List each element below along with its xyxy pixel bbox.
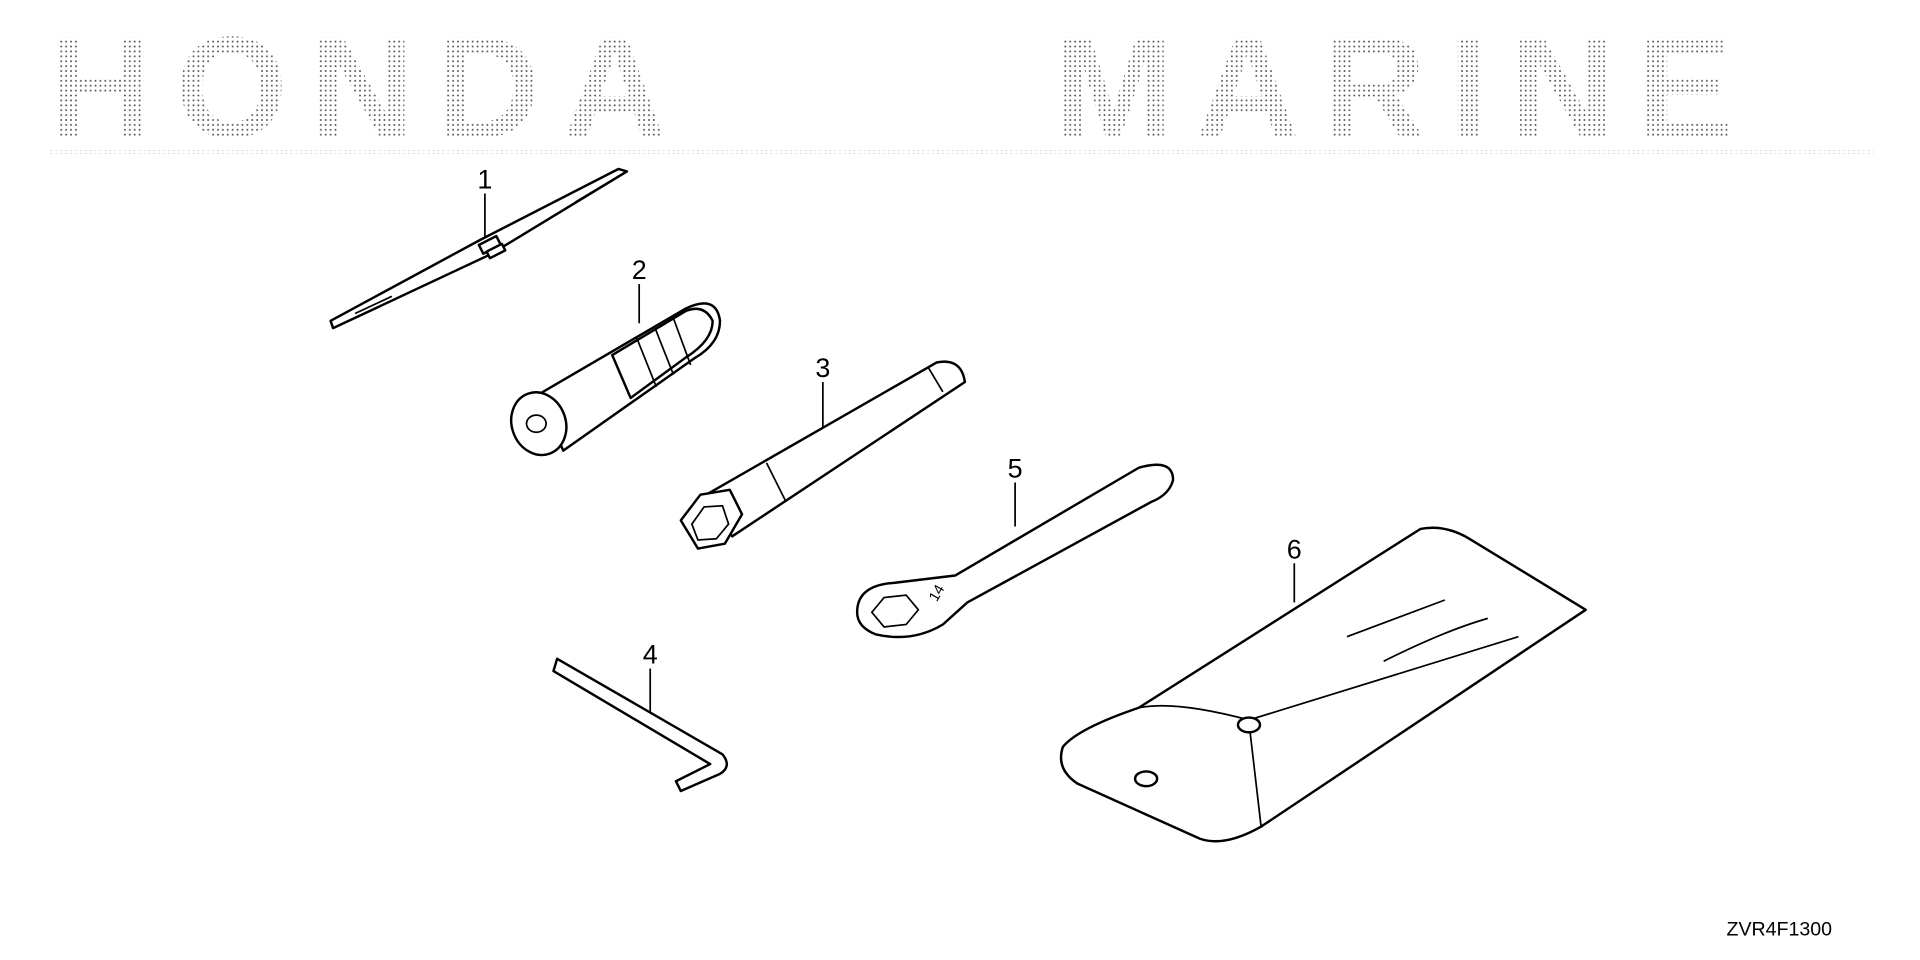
- watermark-line2: MARINE: [1053, 6, 1755, 168]
- wrench-size-marking: 14: [926, 582, 948, 604]
- callout-number-6: 6: [1287, 534, 1302, 564]
- callout-number-5: 5: [1008, 454, 1023, 484]
- callout-number-1: 1: [477, 165, 492, 195]
- tool-pouch-part[interactable]: [1059, 526, 1587, 843]
- watermark: HONDA MARINE: [49, 6, 1874, 168]
- callout-number-4: 4: [643, 640, 658, 670]
- spanner-wrench-part[interactable]: 14: [855, 463, 1175, 639]
- box-wrench-part[interactable]: [679, 360, 967, 550]
- callout-number-2: 2: [632, 255, 647, 285]
- callout-number-3: 3: [815, 353, 830, 383]
- watermark-line1: HONDA: [49, 6, 689, 168]
- diagram-code: ZVR4F1300: [1727, 919, 1833, 941]
- hex-key-part[interactable]: [552, 657, 728, 793]
- screwdriver-part[interactable]: [329, 167, 629, 330]
- extension-handle-part[interactable]: [503, 302, 722, 462]
